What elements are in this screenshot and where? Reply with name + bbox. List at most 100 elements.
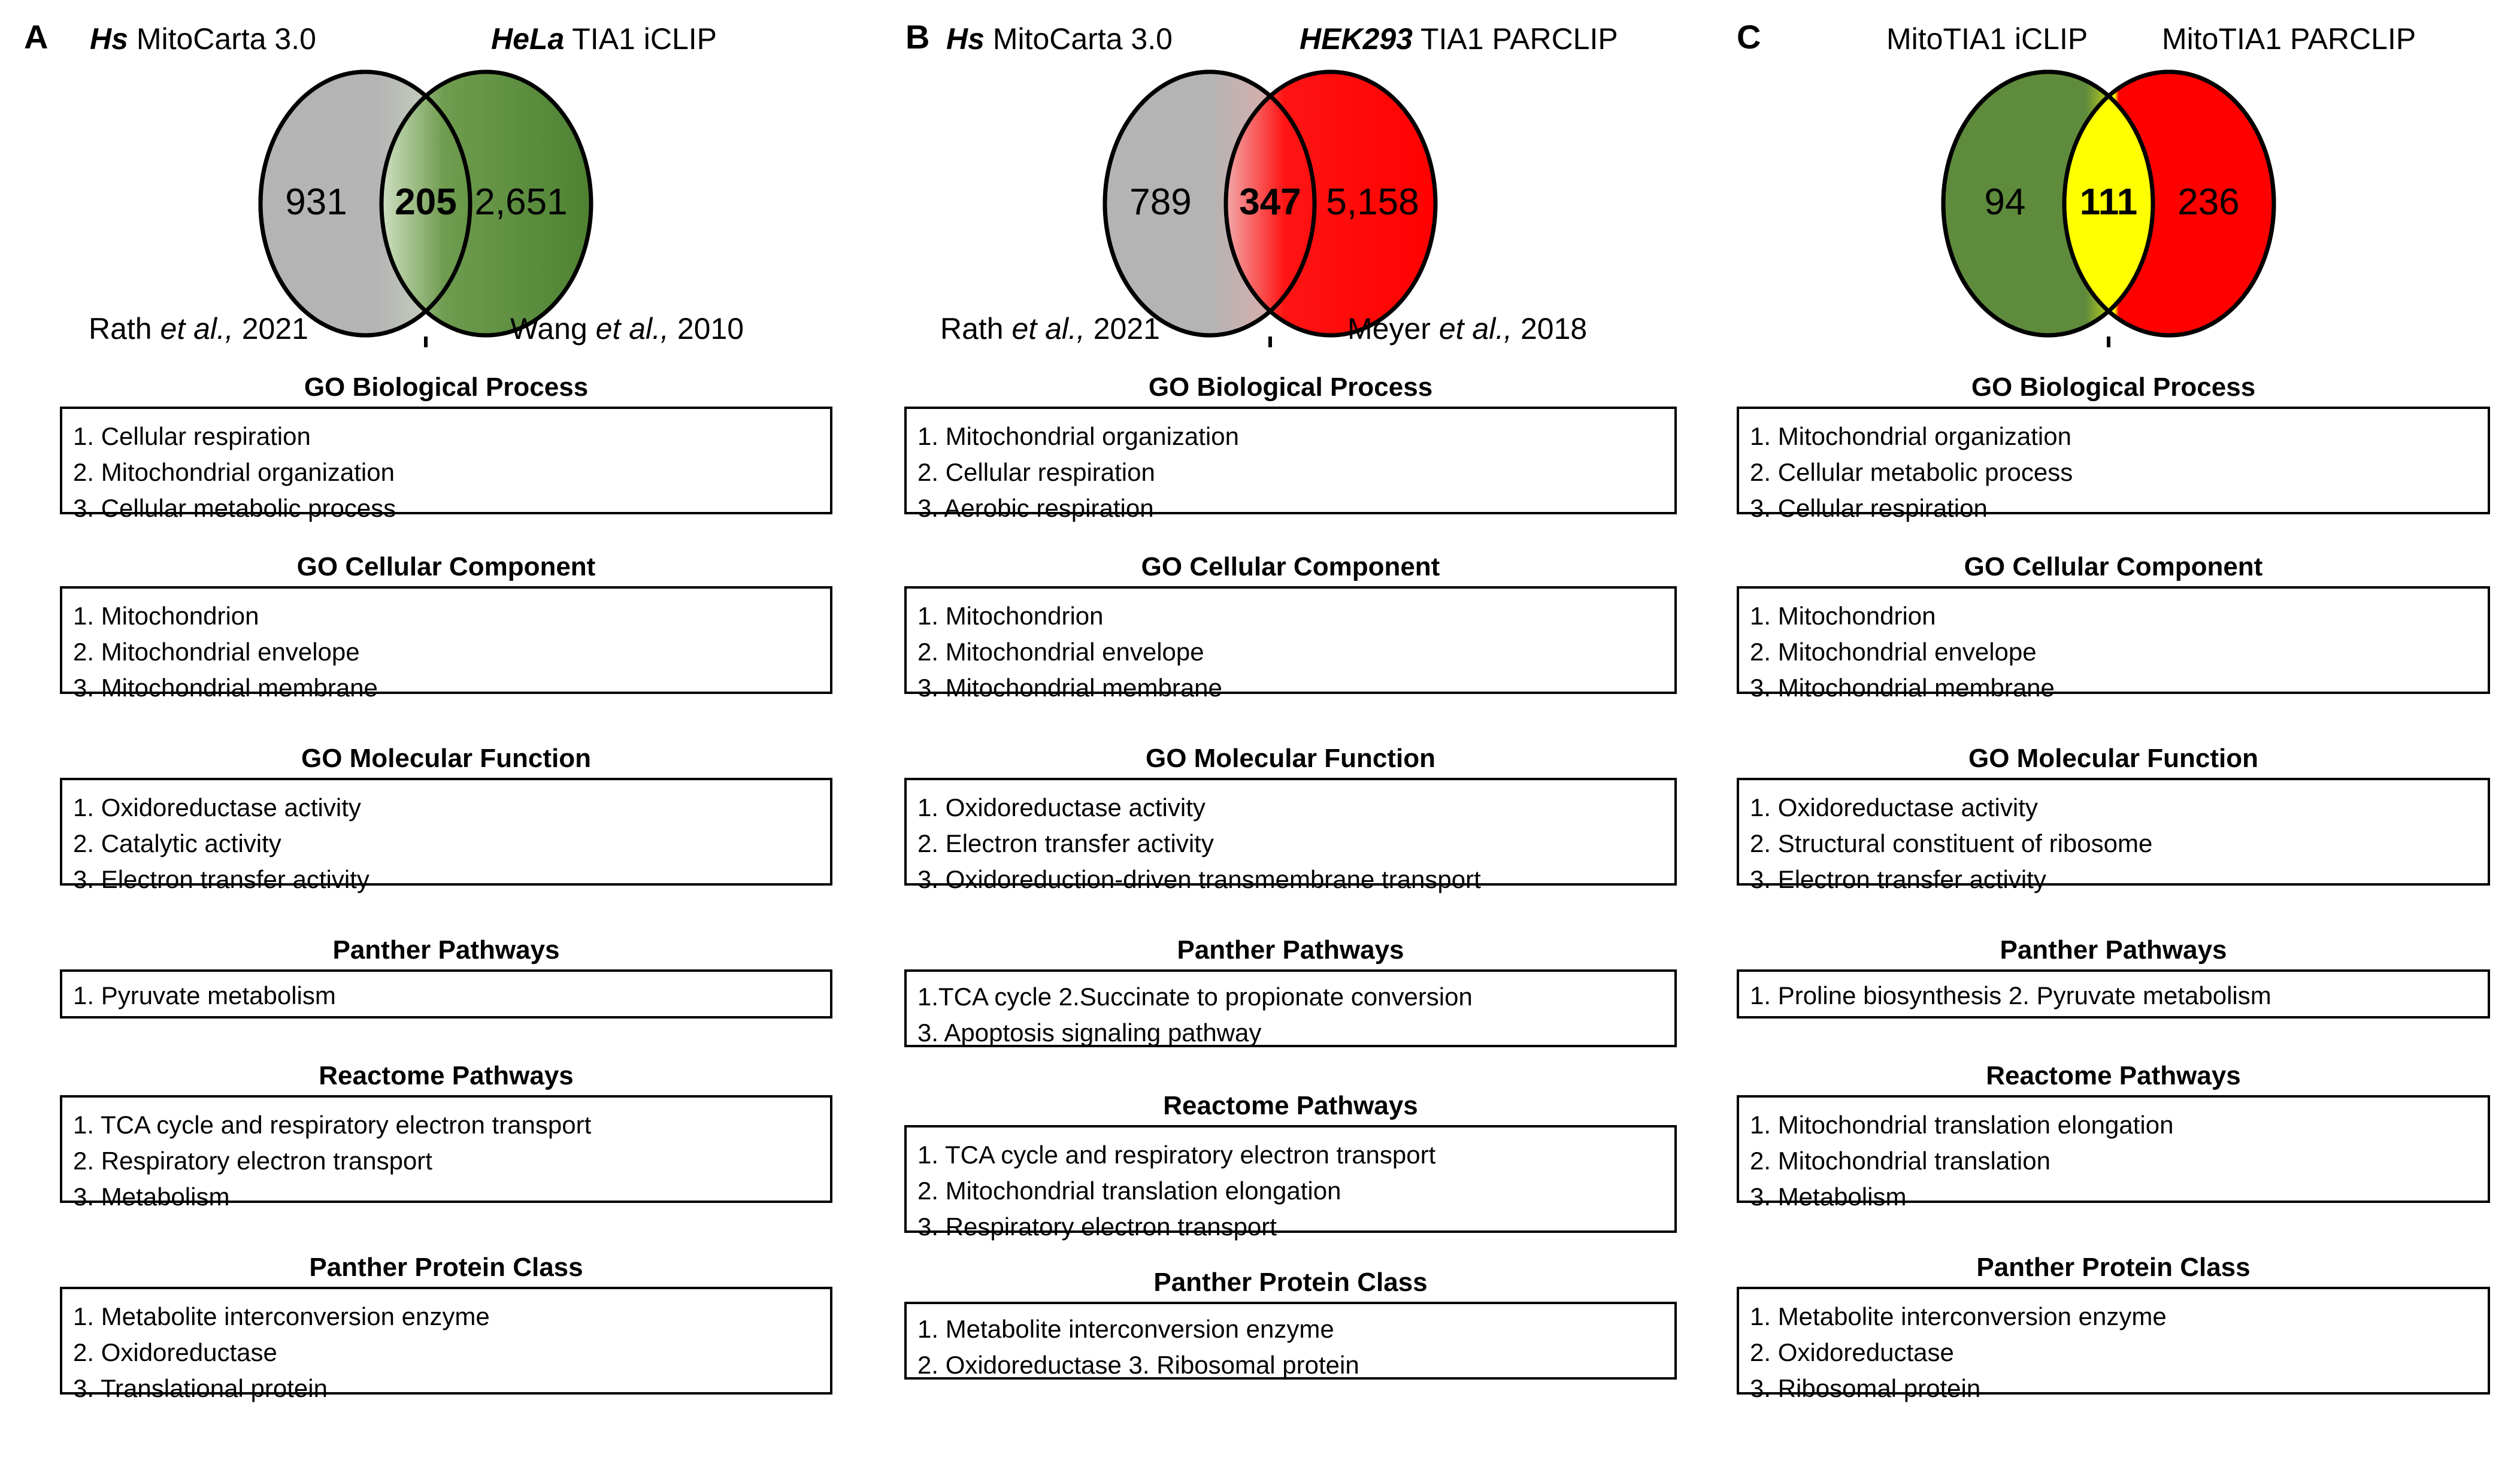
list-box-a-panther-pathways: 1. Pyruvate metabolism (60, 969, 832, 1019)
list-item: 1. Mitochondrial organization (917, 422, 1239, 450)
list-item: 3. Oxidoreduction-driven transmembrane t… (917, 865, 1481, 893)
list-item: 1. Oxidoreductase activity (1750, 793, 2038, 822)
list-item: 1.TCA cycle 2.Succinate to propionate co… (917, 983, 1473, 1011)
list-item: 2. Mitochondrial envelope (73, 638, 360, 666)
section-c-protein-class: Panther Protein Class 1. Metabolite inte… (1737, 1254, 2490, 1401)
panel-letter-c: C (1737, 18, 1761, 56)
section-title-b-panther-pathways: Panther Pathways (1177, 935, 1404, 965)
venn-b-left-count: 789 (1129, 181, 1191, 223)
section-title-c-cc: GO Cellular Component (1964, 552, 2263, 581)
list-item: 2. Mitochondrial translation (1750, 1147, 2050, 1175)
list-item: 2. Cellular metabolic process (1750, 458, 2073, 486)
venn-c-intersection-count: 111 (2080, 181, 2138, 223)
venn-diagram-a: Hs MitoCarta 3.0 HeLa TIA1 iCLIP 931 205… (0, 0, 862, 371)
section-a-bp: GO Biological Process 1. Cellular respir… (60, 372, 832, 521)
list-item: 2. Mitochondrial organization (73, 458, 395, 486)
list-box-b-mf: 1. Oxidoreductase activity 2. Electron t… (904, 778, 1677, 892)
section-title-b-reactome: Reactome Pathways (1163, 1091, 1418, 1120)
list-item: 1. Mitochondrion (73, 602, 259, 630)
venn-b-right-count: 5,158 (1326, 181, 1419, 223)
list-box-a-cc: 1. Mitochondrion 2. Mitochondrial envelo… (60, 586, 832, 701)
list-item: 1. Pyruvate metabolism (73, 981, 336, 1010)
section-c-cc: GO Cellular Component 1. Mitochondrion 2… (1737, 552, 2490, 701)
panel-c: C MitoTIA1 iCLIP MitoTIA1 PARCLIP (1689, 0, 2520, 1461)
section-a-cc: GO Cellular Component 1. Mitochondrion 2… (60, 552, 832, 701)
list-item: 3. Mitochondrial membrane (73, 674, 378, 702)
list-item: 1. Oxidoreductase activity (73, 793, 361, 822)
list-box-c-reactome: 1. Mitochondrial translation elongation … (1737, 1095, 2490, 1210)
section-c-reactome: Reactome Pathways 1. Mitochondrial trans… (1737, 1061, 2490, 1210)
venn-c-left-count: 94 (1985, 181, 2026, 223)
list-item: 2. Mitochondrial envelope (917, 638, 1204, 666)
list-item: 1. Oxidoreductase activity (917, 793, 1206, 822)
list-item: 1. Proline biosynthesis 2. Pyruvate meta… (1750, 981, 2271, 1010)
list-box-b-protein-class: 1. Metabolite interconversion enzyme 2. … (904, 1302, 1677, 1380)
venn-b-right-set-label: HEK293 TIA1 PARCLIP (1300, 22, 1618, 56)
venn-a-right-citation: Wang et al., 2010 (510, 312, 744, 345)
venn-b-left-set-label: Hs MitoCarta 3.0 (946, 22, 1173, 56)
venn-c-svg: 94 111 236 (1941, 69, 2276, 347)
section-a-mf: GO Molecular Function 1. Oxidoreductase … (60, 745, 832, 892)
section-title-c-bp: GO Biological Process (1971, 372, 2256, 402)
venn-a-intersection-count: 205 (395, 181, 456, 223)
venn-b-intersection-count: 347 (1239, 181, 1301, 223)
venn-c-right-set-label: MitoTIA1 PARCLIP (2162, 22, 2416, 56)
list-box-b-cc: 1. Mitochondrion 2. Mitochondrial envelo… (904, 586, 1677, 701)
section-c-panther-pathways: Panther Pathways 1. Proline biosynthesis… (1737, 937, 2490, 1019)
list-item: 2. Mitochondrial translation elongation (917, 1177, 1341, 1205)
list-item: 3. Translational protein (73, 1374, 328, 1402)
panel-a: A Hs MitoCarta 3.0 HeLa TIA1 iCLIP 931 2… (0, 0, 862, 1461)
list-item: 2. Respiratory electron transport (73, 1147, 432, 1175)
list-item: 3. Mitochondrial membrane (917, 674, 1222, 702)
list-item: 2. Oxidoreductase (73, 1338, 277, 1366)
section-title-b-protein-class: Panther Protein Class (1153, 1268, 1428, 1297)
section-a-reactome: Reactome Pathways 1. TCA cycle and respi… (60, 1063, 832, 1210)
list-item: 3. Mitochondrial membrane (1750, 674, 2055, 702)
panel-letter-b: B (905, 18, 930, 56)
section-b-reactome: Reactome Pathways 1. TCA cycle and respi… (904, 1091, 1677, 1239)
section-title-c-panther-pathways: Panther Pathways (2000, 935, 2227, 965)
section-a-protein-class: Panther Protein Class 1. Metabolite inte… (60, 1253, 832, 1401)
section-b-panther-pathways: Panther Pathways 1.TCA cycle 2.Succinate… (904, 937, 1677, 1047)
list-item: 2. Structural constituent of ribosome (1750, 829, 2153, 857)
venn-c-left-set-label: MitoTIA1 iCLIP (1886, 22, 2088, 56)
list-item: 3. Metabolism (73, 1183, 230, 1211)
section-b-bp: GO Biological Process 1. Mitochondrial o… (904, 372, 1677, 521)
section-title-b-bp: GO Biological Process (1148, 372, 1433, 402)
section-title-a-cc: GO Cellular Component (296, 552, 596, 581)
list-item: 3. Metabolism (1750, 1183, 1907, 1211)
list-item: 2. Electron transfer activity (917, 829, 1214, 857)
venn-a-svg: 931 205 2,651 (258, 69, 593, 347)
section-c-bp: GO Biological Process 1. Mitochondrial o… (1737, 372, 2490, 521)
list-item: 3. Electron transfer activity (73, 865, 369, 893)
list-item: 1. Mitochondrial organization (1750, 422, 2071, 450)
list-item: 1. Metabolite interconversion enzyme (917, 1315, 1334, 1343)
section-c-mf: GO Molecular Function 1. Oxidoreductase … (1737, 744, 2490, 892)
list-box-b-panther-pathways: 1.TCA cycle 2.Succinate to propionate co… (904, 969, 1677, 1047)
list-box-b-bp: 1. Mitochondrial organization 2. Cellula… (904, 407, 1677, 521)
venn-b-right-citation: Meyer et al., 2018 (1347, 312, 1588, 345)
list-item: 3. Respiratory electron transport (917, 1213, 1277, 1241)
list-item: 3. Apoptosis signaling pathway (917, 1019, 1262, 1047)
section-b-protein-class: Panther Protein Class 1. Metabolite inte… (904, 1269, 1677, 1380)
list-item: 3. Aerobic respiration (917, 494, 1154, 522)
section-b-mf: GO Molecular Function 1. Oxidoreductase … (904, 745, 1677, 892)
venn-b-svg: 789 347 5,158 (1102, 69, 1438, 347)
section-b-cc: GO Cellular Component 1. Mitochondrion 2… (904, 554, 1677, 701)
list-box-c-protein-class: 1. Metabolite interconversion enzyme 2. … (1737, 1287, 2490, 1401)
section-title-c-reactome: Reactome Pathways (1986, 1061, 2241, 1090)
venn-b-left-citation: Rath et al., 2021 (940, 312, 1160, 345)
venn-diagram-c: MitoTIA1 iCLIP MitoTIA1 PARCLIP 94 (1689, 0, 2520, 371)
list-item: 3. Electron transfer activity (1750, 865, 2046, 893)
list-item: 2. Cellular respiration (917, 458, 1155, 486)
list-item: 1. TCA cycle and respiratory electron tr… (917, 1141, 1436, 1169)
list-box-b-reactome: 1. TCA cycle and respiratory electron tr… (904, 1125, 1677, 1239)
section-title-a-bp: GO Biological Process (304, 372, 589, 402)
list-item: 3. Ribosomal protein (1750, 1374, 1981, 1402)
section-title-a-protein-class: Panther Protein Class (309, 1253, 583, 1282)
section-title-c-mf: GO Molecular Function (1968, 744, 2259, 773)
section-title-a-panther-pathways: Panther Pathways (332, 935, 560, 965)
venn-diagram-b: Hs MitoCarta 3.0 HEK293 TIA1 PARCLIP 789… (850, 0, 1701, 371)
list-item: 1. Mitochondrion (917, 602, 1104, 630)
venn-a-left-citation: Rath et al., 2021 (89, 312, 308, 345)
